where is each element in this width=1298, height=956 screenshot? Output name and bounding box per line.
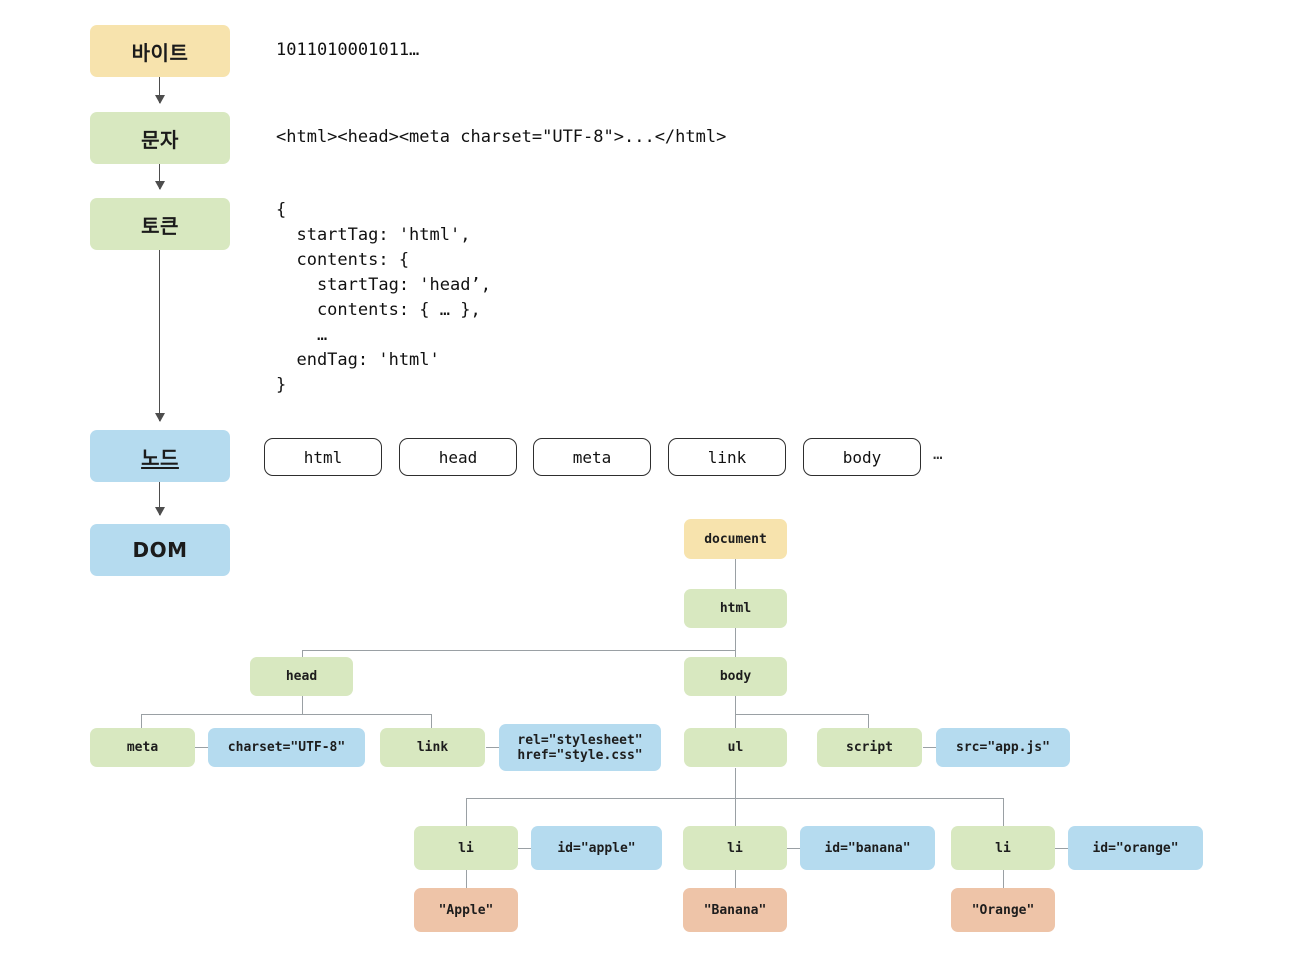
edge-bus-link <box>431 714 432 729</box>
tree-text-li-2[interactable]: "Banana" <box>683 888 787 932</box>
arrow-bytes-to-characters <box>154 77 165 104</box>
stage-label-bytes: 바이트 <box>131 40 189 65</box>
tree-node-li-3[interactable]: li <box>951 826 1055 870</box>
stage-box-tokens: 토큰 <box>90 198 230 250</box>
edge-li-2-attr <box>787 848 800 849</box>
edge-head-down <box>302 696 303 714</box>
arrow-tokens-to-nodes <box>154 250 165 422</box>
tree-node-li-1[interactable]: li <box>414 826 518 870</box>
arrow-characters-to-tokens <box>154 164 165 190</box>
tree-node-body[interactable]: body <box>684 657 787 696</box>
tree-text-li-3[interactable]: "Orange" <box>951 888 1055 932</box>
tree-node-head[interactable]: head <box>250 657 353 696</box>
edge-li-2-text <box>735 870 736 888</box>
edge-bus-head <box>302 650 303 658</box>
node-chip-meta[interactable]: meta <box>533 438 651 476</box>
edge-bus-li-3 <box>1003 798 1004 826</box>
tree-attr-meta-charset[interactable]: charset="UTF-8" <box>208 728 365 767</box>
edge-html-down <box>735 628 736 650</box>
tree-node-ul[interactable]: ul <box>684 728 787 767</box>
tree-attr-link-rel-href[interactable]: rel="stylesheet" href="style.css" <box>499 724 661 771</box>
edge-script-attr <box>923 747 936 748</box>
edge-li-3-attr <box>1055 848 1068 849</box>
stage-label-tokens: 토큰 <box>141 213 179 238</box>
node-chip-html[interactable]: html <box>264 438 382 476</box>
edge-html-bus <box>302 650 736 651</box>
edge-body-down <box>735 696 736 714</box>
edge-ul-bus <box>466 798 1003 799</box>
arrow-nodes-to-dom <box>154 482 165 516</box>
stage-label-nodes: 노드 <box>141 445 179 470</box>
node-chip-link[interactable]: link <box>668 438 786 476</box>
tree-node-script[interactable]: script <box>817 728 922 767</box>
edge-meta-attr <box>195 747 208 748</box>
edge-document-html <box>735 559 736 589</box>
edge-li-1-attr <box>518 848 531 849</box>
edge-li-1-text <box>466 870 467 888</box>
edge-link-attr <box>486 747 499 748</box>
node-chip-head[interactable]: head <box>399 438 517 476</box>
stage-box-nodes: 노드 <box>90 430 230 482</box>
edge-bus-script <box>868 714 869 729</box>
tree-node-html[interactable]: html <box>684 589 787 628</box>
stage-label-characters: 문자 <box>141 127 179 152</box>
tree-node-meta[interactable]: meta <box>90 728 195 767</box>
edge-bus-li-1 <box>466 798 467 826</box>
tree-attr-li-1-id[interactable]: id="apple" <box>531 826 662 870</box>
edge-bus-ul <box>735 714 736 729</box>
stage-box-dom: DOM <box>90 524 230 576</box>
edge-bus-body <box>735 650 736 658</box>
edge-bus-meta <box>141 714 142 729</box>
edge-body-bus <box>735 714 868 715</box>
tree-attr-li-3-id[interactable]: id="orange" <box>1068 826 1203 870</box>
tree-text-li-1[interactable]: "Apple" <box>414 888 518 932</box>
edge-ul-down <box>735 768 736 798</box>
node-chip-ellipsis: … <box>933 444 943 463</box>
tree-node-link[interactable]: link <box>380 728 485 767</box>
stage-label-dom: DOM <box>132 538 188 562</box>
stage-box-characters: 문자 <box>90 112 230 164</box>
edge-head-bus <box>141 714 432 715</box>
tree-attr-script-src[interactable]: src="app.js" <box>936 728 1070 767</box>
stage-box-bytes: 바이트 <box>90 25 230 77</box>
edge-li-3-text <box>1003 870 1004 888</box>
sample-tokens: { startTag: 'html', contents: { startTag… <box>276 200 491 395</box>
node-chip-body[interactable]: body <box>803 438 921 476</box>
tree-node-li-2[interactable]: li <box>683 826 787 870</box>
tree-node-document[interactable]: document <box>684 519 787 559</box>
sample-characters: <html><head><meta charset="UTF-8">...</h… <box>276 127 727 147</box>
tree-attr-li-2-id[interactable]: id="banana" <box>800 826 935 870</box>
edge-bus-li-2 <box>735 798 736 826</box>
sample-bytes: 1011010001011… <box>276 40 420 60</box>
